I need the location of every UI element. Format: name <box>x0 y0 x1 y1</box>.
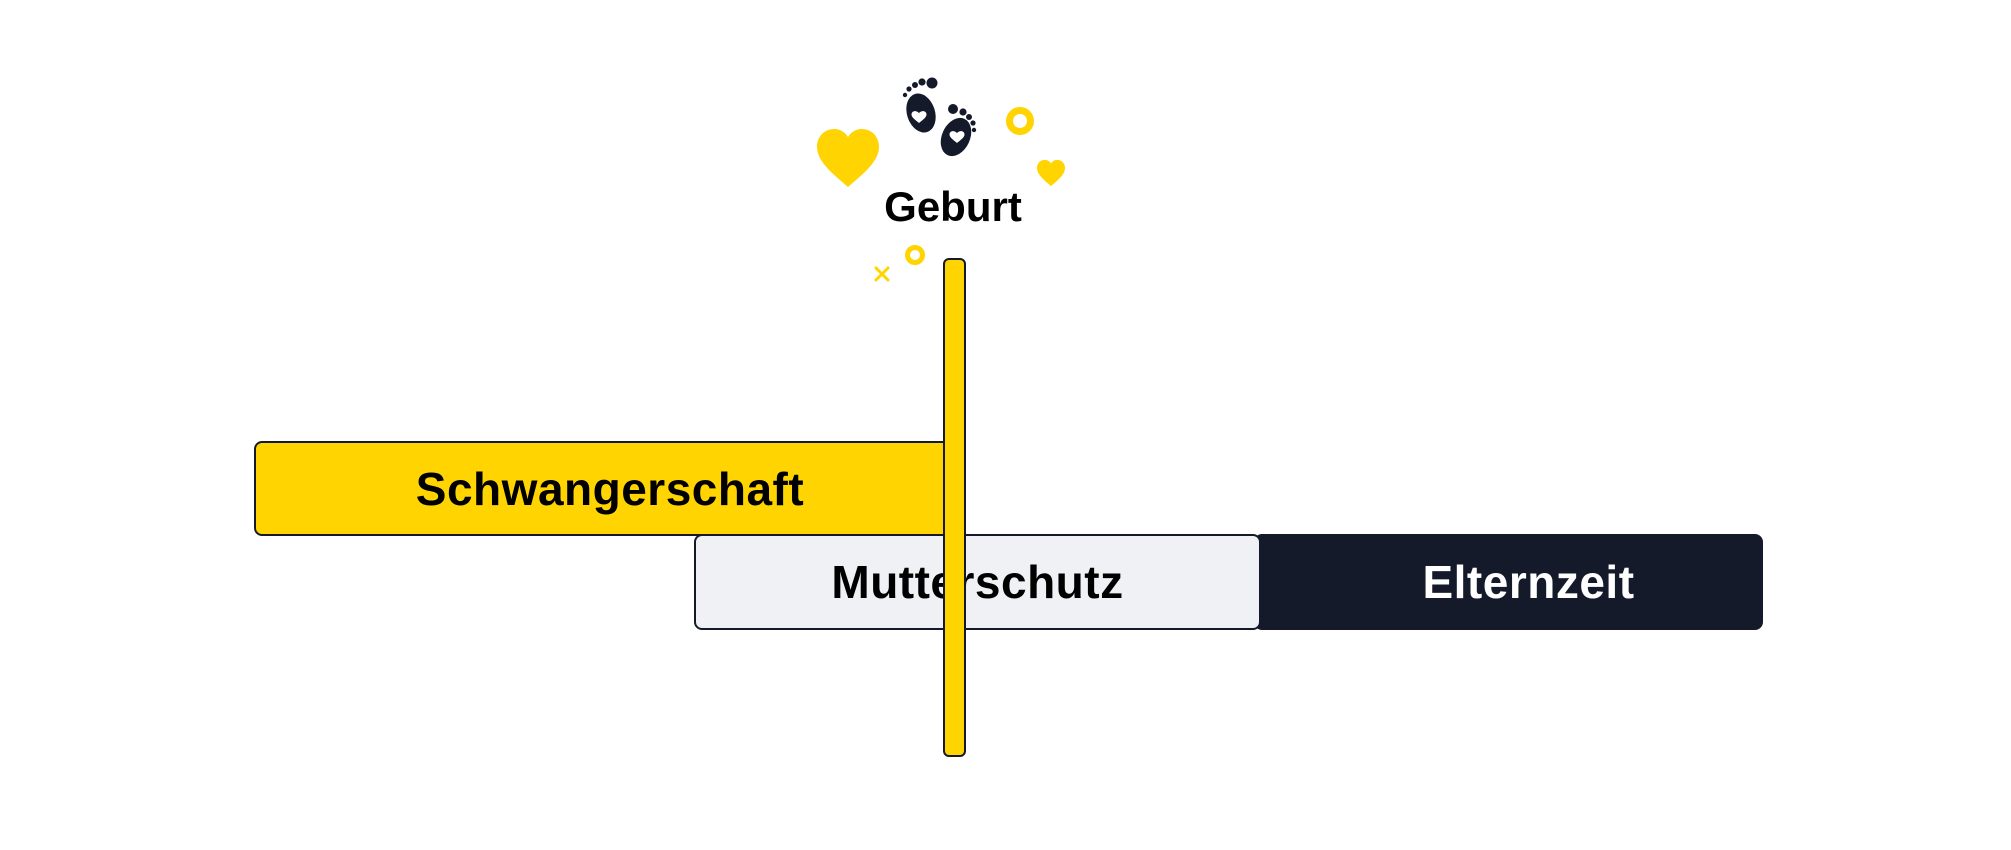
phase-parental-leave: Elternzeit <box>1254 534 1763 630</box>
phase-parental-leave-label: Elternzeit <box>1422 556 1635 608</box>
phase-pregnancy: Schwangerschaft <box>254 441 966 536</box>
cross-icon <box>874 266 890 282</box>
phase-maternity-protection-label: Mutterschutz <box>831 556 1124 608</box>
baby-footprints-icon <box>902 77 977 157</box>
heart-icon <box>817 129 879 187</box>
phase-pregnancy-label: Schwangerschaft <box>415 462 805 515</box>
heart-icon <box>1037 159 1065 187</box>
phase-maternity-protection: Mutterschutz <box>694 534 1261 630</box>
ring-icon <box>905 245 925 265</box>
birth-label: Geburt <box>884 183 1022 230</box>
ring-icon <box>1006 107 1034 135</box>
birth-marker-line <box>943 258 966 757</box>
